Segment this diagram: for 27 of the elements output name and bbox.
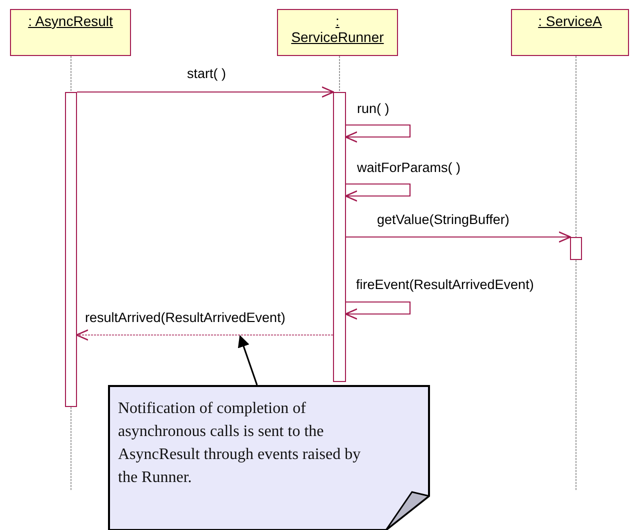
lifeline xyxy=(70,56,72,92)
message-arrow xyxy=(344,183,411,202)
object-name: : ServiceRunner xyxy=(291,13,384,45)
message-label: waitForParams( ) xyxy=(356,160,462,176)
message-label: resultArrived(ResultArrivedEvent) xyxy=(84,310,286,326)
object-box xyxy=(10,9,131,56)
activation-bar xyxy=(570,237,582,260)
message-arrow xyxy=(344,124,411,143)
activation-bar xyxy=(333,92,346,382)
message-arrow xyxy=(77,86,334,98)
message-label: fireEvent(ResultArrivedEvent) xyxy=(355,277,535,293)
object-name: : ServiceA xyxy=(538,13,602,29)
object-box xyxy=(277,9,398,56)
lifeline xyxy=(339,56,340,92)
object-box xyxy=(511,9,629,56)
object-name: : AsyncResult xyxy=(28,13,113,29)
activation-bar xyxy=(65,92,77,407)
message-arrow xyxy=(344,301,411,320)
message-label: start( ) xyxy=(186,66,227,82)
leader-line xyxy=(238,335,258,386)
message-label: getValue(StringBuffer) xyxy=(376,212,510,228)
message-arrow xyxy=(76,329,333,341)
lifeline xyxy=(70,406,72,490)
message-arrow xyxy=(346,231,572,243)
message-label: run( ) xyxy=(356,101,390,117)
note xyxy=(108,385,430,530)
note-text: Notification of completion of asynchronous calls is sent to the AsyncResult through events raised by the Runner. xyxy=(118,399,362,488)
